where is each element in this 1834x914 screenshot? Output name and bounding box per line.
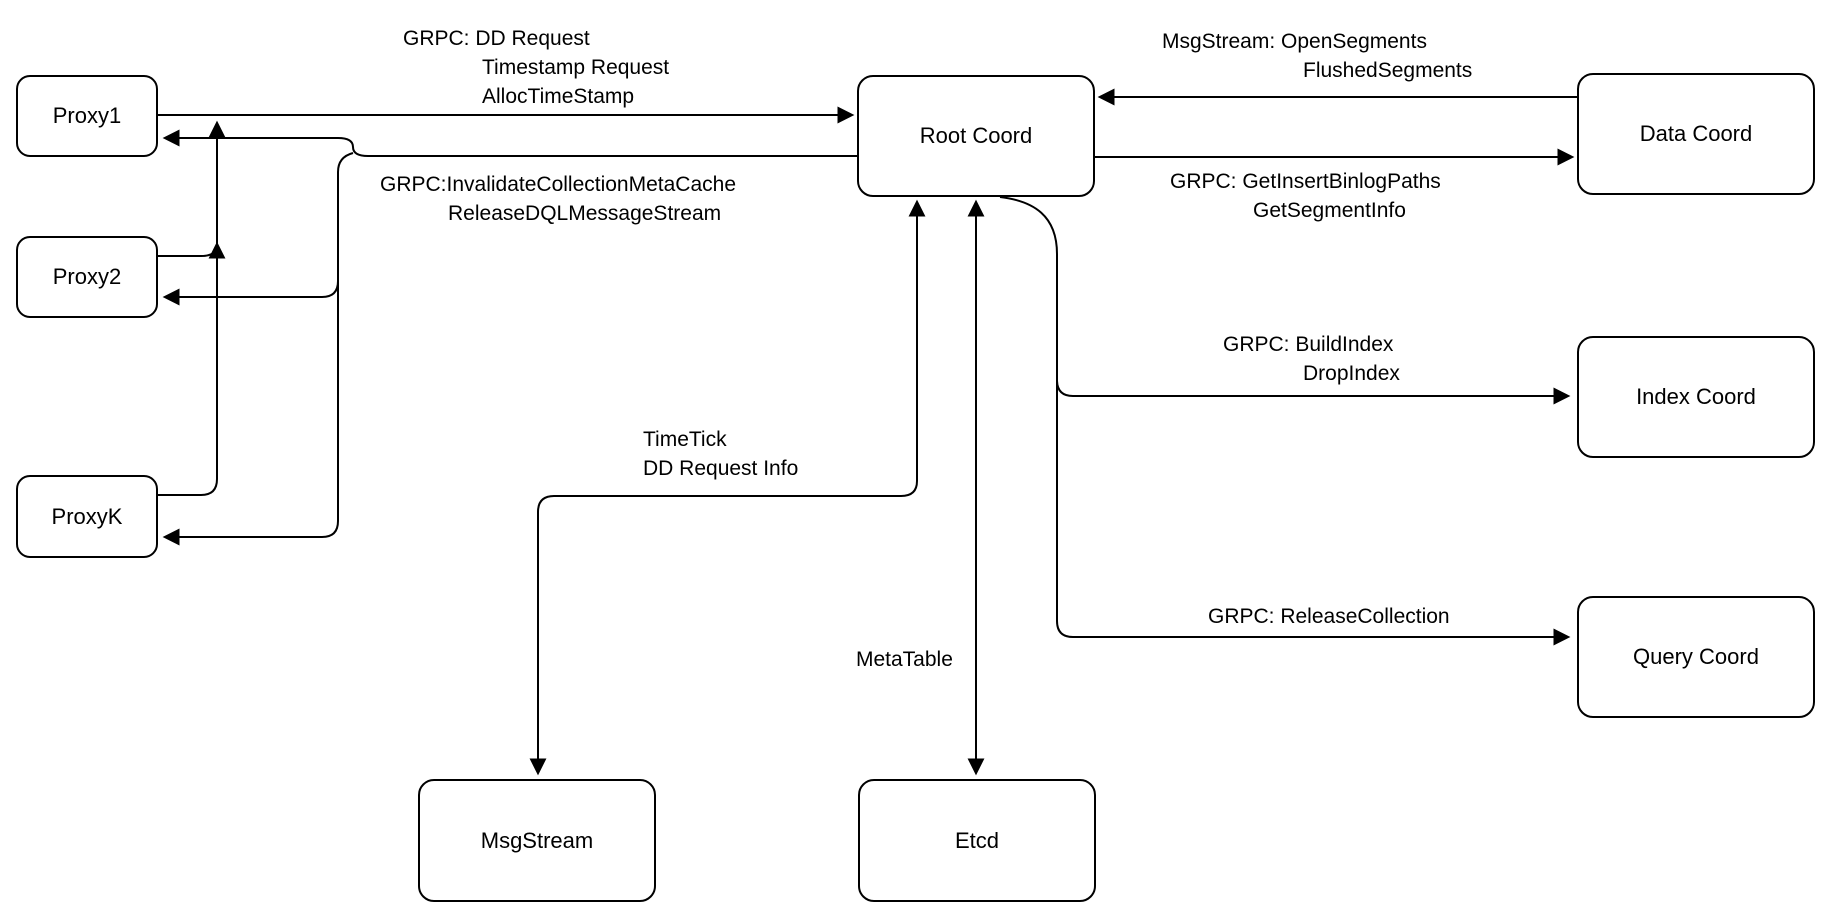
node-root-coord: Root Coord — [857, 75, 1095, 197]
edge-label-line: GRPC: ReleaseCollection — [1208, 605, 1450, 628]
node-proxyk-label: ProxyK — [51, 503, 123, 529]
edge-label-root-to-query: GRPC: ReleaseCollection — [1208, 602, 1450, 631]
edge-label-data-to-root: MsgStream: OpenSegments FlushedSegments — [1162, 27, 1472, 85]
edge-proxy2-merge — [158, 241, 226, 259]
node-proxy2-label: Proxy2 — [52, 264, 122, 289]
edge-root-coord-to-proxy2 — [162, 280, 339, 306]
edge-label-line: GRPC: GetInsertBinlogPaths — [1170, 170, 1441, 193]
edge-root-coord-to-index-coord — [1056, 379, 1571, 405]
edge-root-coord-to-proxy1 — [162, 129, 1095, 157]
edge-root-coord-to-proxyk — [162, 152, 354, 546]
edge-label-line: MsgStream: OpenSegments — [1162, 30, 1427, 53]
node-msgstream: MsgStream — [418, 779, 656, 902]
node-proxyk: ProxyK — [16, 475, 158, 558]
edge-label-line: ReleaseDQLMessageStream — [448, 202, 722, 225]
edge-label-line: AllocTimeStamp — [482, 85, 635, 108]
edge-label-root-to-msgstream: TimeTick DD Request Info — [643, 425, 798, 483]
node-query-coord: Query Coord — [1577, 596, 1815, 718]
edge-proxyk-merge-trunk — [158, 120, 226, 496]
edge-label-line: MetaTable — [856, 648, 953, 671]
edge-label-line: DropIndex — [1303, 362, 1400, 385]
edge-label-root-to-data: GRPC: GetInsertBinlogPaths GetSegmentInf… — [1170, 167, 1441, 225]
node-msgstream-label: MsgStream — [480, 827, 594, 853]
edge-label-line: GRPC: BuildIndex — [1223, 333, 1394, 356]
edge-label-root-to-proxies: GRPC:InvalidateCollectionMetaCache Relea… — [380, 170, 736, 228]
node-query-coord-label: Query Coord — [1633, 644, 1759, 669]
edge-label-proxy-to-root: GRPC: DD Request Timestamp Request Alloc… — [403, 24, 669, 111]
node-etcd: Etcd — [858, 779, 1096, 902]
edge-label-root-to-index: GRPC: BuildIndex DropIndex — [1223, 330, 1400, 388]
edge-label-root-to-etcd: MetaTable — [856, 645, 953, 674]
edge-root-coord-to-query-coord — [999, 196, 1571, 646]
edge-root-coord-msgstream — [529, 199, 926, 776]
node-index-coord: Index Coord — [1577, 336, 1815, 458]
edge-label-line: TimeTick — [643, 428, 727, 451]
node-data-coord-label: Data Coord — [1639, 121, 1753, 146]
edge-label-line: FlushedSegments — [1303, 59, 1473, 82]
edge-label-line: DD Request Info — [643, 457, 799, 480]
node-index-coord-label: Index Coord — [1636, 384, 1756, 409]
edge-label-line: Timestamp Request — [482, 56, 670, 79]
edge-label-line: GetSegmentInfo — [1253, 199, 1406, 222]
node-etcd-label: Etcd — [954, 827, 1000, 853]
node-proxy1-label: Proxy1 — [52, 103, 122, 128]
node-root-coord-label: Root Coord — [919, 123, 1033, 148]
node-proxy2: Proxy2 — [16, 236, 158, 318]
edge-label-line: GRPC:InvalidateCollectionMetaCache — [380, 173, 737, 196]
edge-label-line: GRPC: DD Request — [403, 27, 590, 50]
node-proxy1: Proxy1 — [16, 75, 158, 157]
node-data-coord: Data Coord — [1577, 73, 1815, 195]
